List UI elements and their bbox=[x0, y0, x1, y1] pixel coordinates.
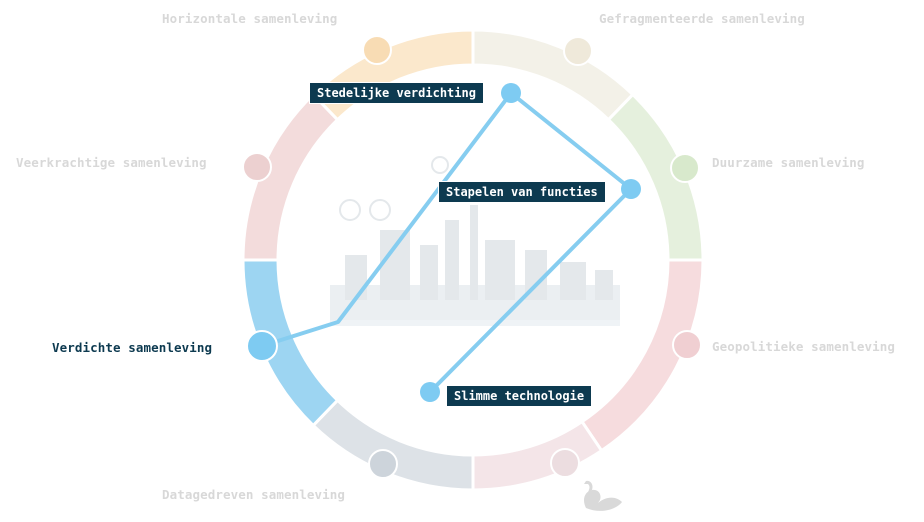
segment-gefragmenteerde[interactable] bbox=[471, 28, 635, 122]
connection-lines bbox=[261, 83, 641, 402]
label-veerkrachtige-samenleving[interactable]: Veerkrachtige samenleving bbox=[16, 155, 207, 170]
ring-nodes bbox=[242, 35, 702, 479]
city-skyline-illustration bbox=[330, 156, 620, 326]
callout-slimme-technologie[interactable]: Slimme technologie bbox=[446, 385, 593, 407]
label-verdichte-samenleving[interactable]: Verdichte samenleving bbox=[52, 340, 213, 355]
segment-horizontale[interactable] bbox=[311, 28, 475, 122]
label-geopolitieke-samenleving[interactable]: Geopolitieke samenleving bbox=[712, 339, 896, 354]
ring-node-datagedreven[interactable] bbox=[368, 449, 398, 479]
ring-node-duurzame[interactable] bbox=[670, 153, 700, 183]
ring-node-verdichte[interactable] bbox=[246, 330, 278, 362]
ring-node-veerkrachtige[interactable] bbox=[242, 152, 272, 182]
segment-bottom-right[interactable] bbox=[471, 419, 604, 492]
ring-node-horizontale[interactable] bbox=[362, 35, 392, 65]
label-horizontale-samenleving[interactable]: Horizontale samenleving bbox=[162, 11, 338, 26]
ring-node-gefragmenteerde[interactable] bbox=[563, 36, 593, 66]
callout-stedelijke-verdichting[interactable]: Stedelijke verdichting bbox=[309, 82, 484, 104]
dot-stedelijke-verdichting[interactable] bbox=[501, 83, 521, 103]
dot-stapelen-van-functies[interactable] bbox=[621, 179, 641, 199]
label-datagedreven-samenleving[interactable]: Datagedreven samenleving bbox=[162, 487, 346, 502]
ring-node-geopolitieke[interactable] bbox=[672, 330, 702, 360]
label-gefragmenteerde-samenleving[interactable]: Gefragmenteerde samenleving bbox=[599, 11, 805, 26]
segment-datagedreven[interactable] bbox=[311, 398, 475, 492]
ring-node-bottom-right[interactable] bbox=[550, 448, 580, 478]
label-duurzame-samenleving[interactable]: Duurzame samenleving bbox=[712, 155, 865, 170]
dot-slimme-technologie[interactable] bbox=[420, 382, 440, 402]
callout-stapelen-van-functies[interactable]: Stapelen van functies bbox=[438, 181, 606, 203]
swan-logo-icon bbox=[584, 480, 622, 511]
